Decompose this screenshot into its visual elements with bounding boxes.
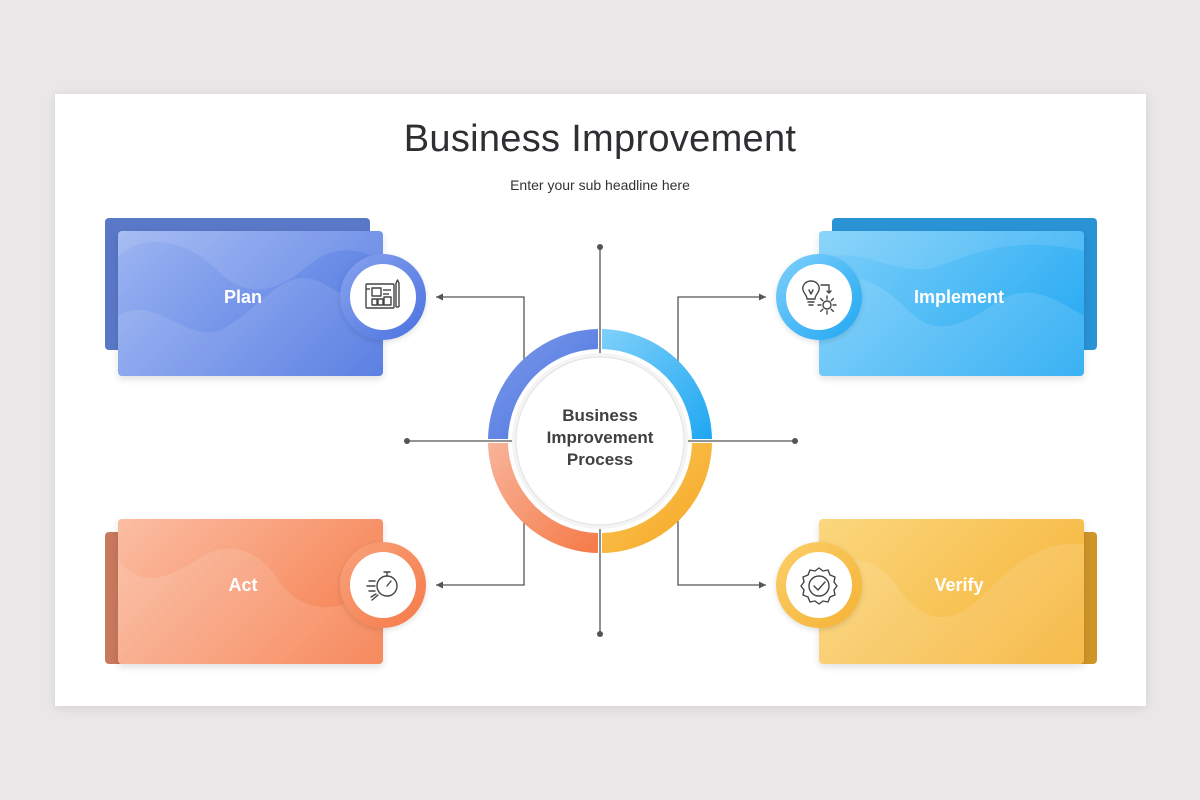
plan-icon-badge — [340, 254, 426, 340]
verify-icon-badge — [776, 542, 862, 628]
implement-card: Implement — [819, 231, 1084, 376]
center-label-line2: Improvement — [546, 428, 654, 447]
implement-icon-badge — [776, 254, 862, 340]
plan-card: Plan — [118, 231, 383, 376]
badge-check-icon — [800, 567, 838, 605]
verify-card: Verify — [819, 519, 1084, 664]
act-card: Act — [118, 519, 383, 664]
act-label: Act — [228, 575, 258, 595]
plan-label: Plan — [223, 287, 262, 307]
center-label-line3: Process — [566, 450, 634, 469]
center-label: Business Improvement Process — [520, 405, 680, 471]
lightbulb-gear-icon — [802, 280, 837, 315]
page-subtitle: Enter your sub headline here — [510, 177, 690, 193]
implement-label: Implement — [913, 287, 1005, 307]
stopwatch-icon — [366, 571, 398, 601]
blueprint-icon — [365, 279, 400, 309]
page-title: Business Improvement — [403, 118, 797, 160]
verify-label: Verify — [934, 575, 984, 595]
act-icon-badge — [340, 542, 426, 628]
center-label-line1: Business — [562, 406, 638, 425]
